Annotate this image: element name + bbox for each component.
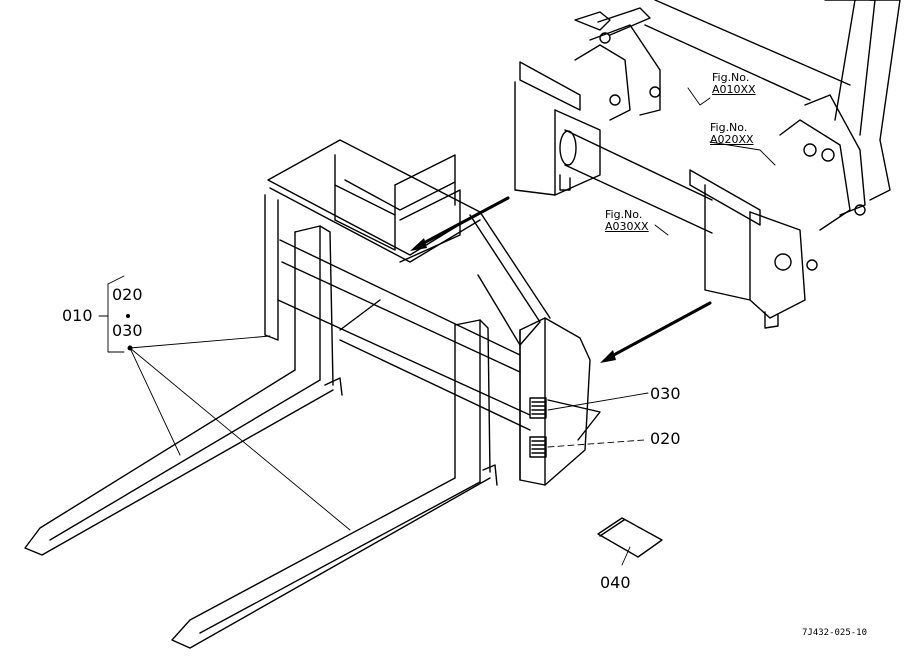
right-fork [171, 319, 498, 649]
fig-ref-a010-code: A010XX [712, 83, 756, 96]
leader-lines [98, 87, 776, 566]
part-label-020: 020 [650, 429, 681, 448]
part-label-040: 040 [600, 573, 631, 592]
part-label-020-group: 020 [112, 285, 143, 304]
arrow-heads [410, 238, 616, 363]
fig-ref-a010-caption: Fig.No. [712, 71, 750, 84]
fig-ref-a020: Fig.No. A020XX [710, 122, 754, 146]
decal-040 [597, 517, 663, 558]
part-label-030: 030 [650, 384, 681, 403]
part-label-010: 010 [62, 306, 93, 325]
leader-dots [126, 314, 133, 351]
drawing-code: 7J432-025-10 [802, 628, 868, 638]
fig-ref-a030: Fig.No. A030XX [605, 209, 649, 233]
fig-ref-a020-caption: Fig.No. [710, 121, 748, 134]
fig-ref-a030-code: A030XX [605, 220, 649, 233]
pallet-fork-frame [264, 139, 601, 486]
part-label-030-group: 030 [112, 321, 143, 340]
fig-ref-a030-caption: Fig.No. [605, 208, 643, 221]
fig-ref-a020-code: A020XX [710, 133, 754, 146]
fig-ref-a010: Fig.No. A010XX [712, 72, 756, 96]
loader-arms [514, 0, 901, 329]
left-fork [24, 225, 343, 556]
